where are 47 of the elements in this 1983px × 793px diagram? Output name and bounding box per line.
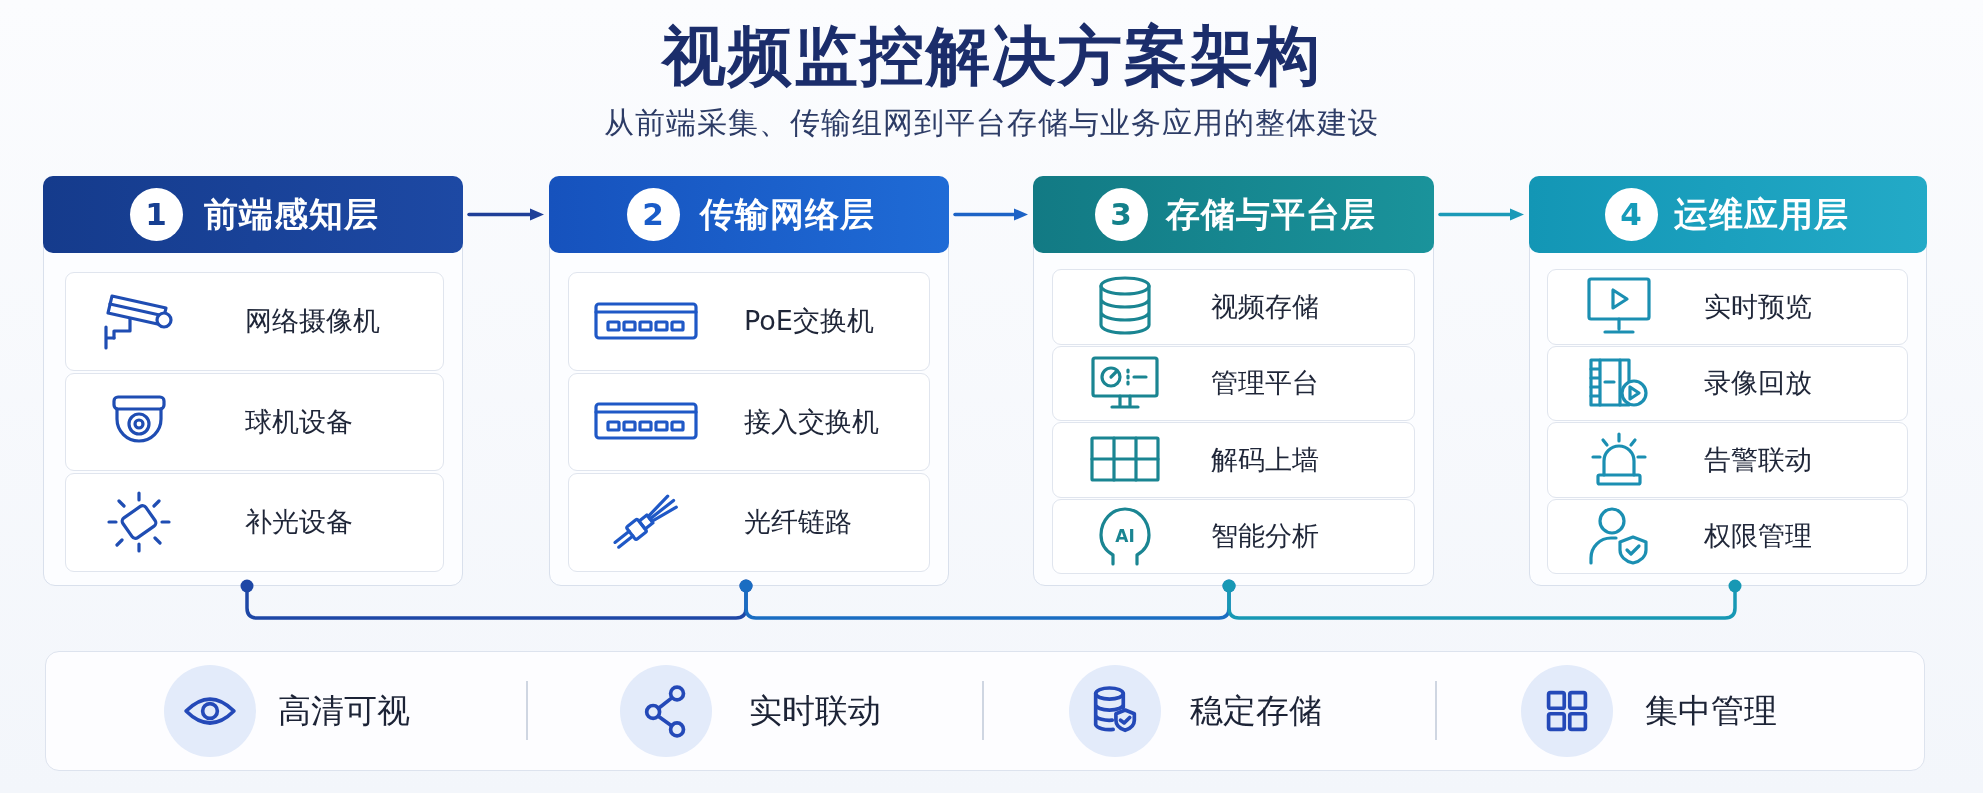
item-card [1051, 268, 1415, 345]
feature-label: 实时联动 [748, 694, 881, 727]
item-label: PoE交换机 [744, 307, 874, 334]
item-label: 补光设备 [245, 508, 353, 535]
item-card [1051, 498, 1415, 574]
connector-line [1222, 579, 1742, 620]
item-label: 告警联动 [1704, 445, 1812, 473]
layer-panel [43, 176, 463, 586]
arrow [953, 208, 1028, 221]
layer-panel [1033, 176, 1434, 586]
item-card [64, 472, 444, 572]
item-label: 光纤链路 [744, 508, 852, 535]
item-label: 智能分析 [1211, 522, 1319, 549]
feature-bar [45, 651, 1925, 771]
layer-panel [549, 176, 949, 586]
item-card [1051, 345, 1415, 421]
item-label: 球机设备 [245, 407, 353, 435]
item-card [1546, 268, 1908, 345]
layer-title: 传输网络层 [699, 196, 875, 231]
item-label: 网络摄像机 [245, 307, 380, 334]
arrow [1438, 208, 1524, 221]
item-card [567, 271, 930, 371]
layer-title: 运维应用层 [1673, 196, 1849, 231]
layer-title: 存储与平台层 [1165, 196, 1376, 231]
item-label: 视频存储 [1211, 292, 1319, 320]
item-label: 解码上墙 [1211, 445, 1319, 473]
item-label: 接入交换机 [744, 407, 879, 435]
item-card [1051, 421, 1415, 498]
arrow [467, 208, 544, 221]
item-card [64, 271, 444, 371]
item-label: 实时预览 [1704, 292, 1812, 320]
item-card [1546, 345, 1908, 421]
item-card [567, 472, 930, 572]
item-card [1546, 421, 1908, 498]
item-label: 管理平台 [1211, 369, 1319, 396]
layer-title: 前端感知层 [203, 196, 379, 231]
feature-label: 集中管理 [1644, 694, 1777, 727]
feature-label: 高清可视 [277, 694, 410, 727]
item-card [64, 372, 444, 471]
item-label: 权限管理 [1704, 522, 1812, 549]
layer-panel [1529, 176, 1927, 586]
feature-label: 稳定存储 [1189, 694, 1322, 727]
item-label: 录像回放 [1704, 369, 1812, 396]
item-card [567, 372, 930, 471]
item-card [1546, 498, 1908, 574]
subtitle: 从前端采集、传输组网到平台存储与业务应用的整体建设 [604, 108, 1379, 138]
icon-text: AI [1115, 525, 1135, 546]
